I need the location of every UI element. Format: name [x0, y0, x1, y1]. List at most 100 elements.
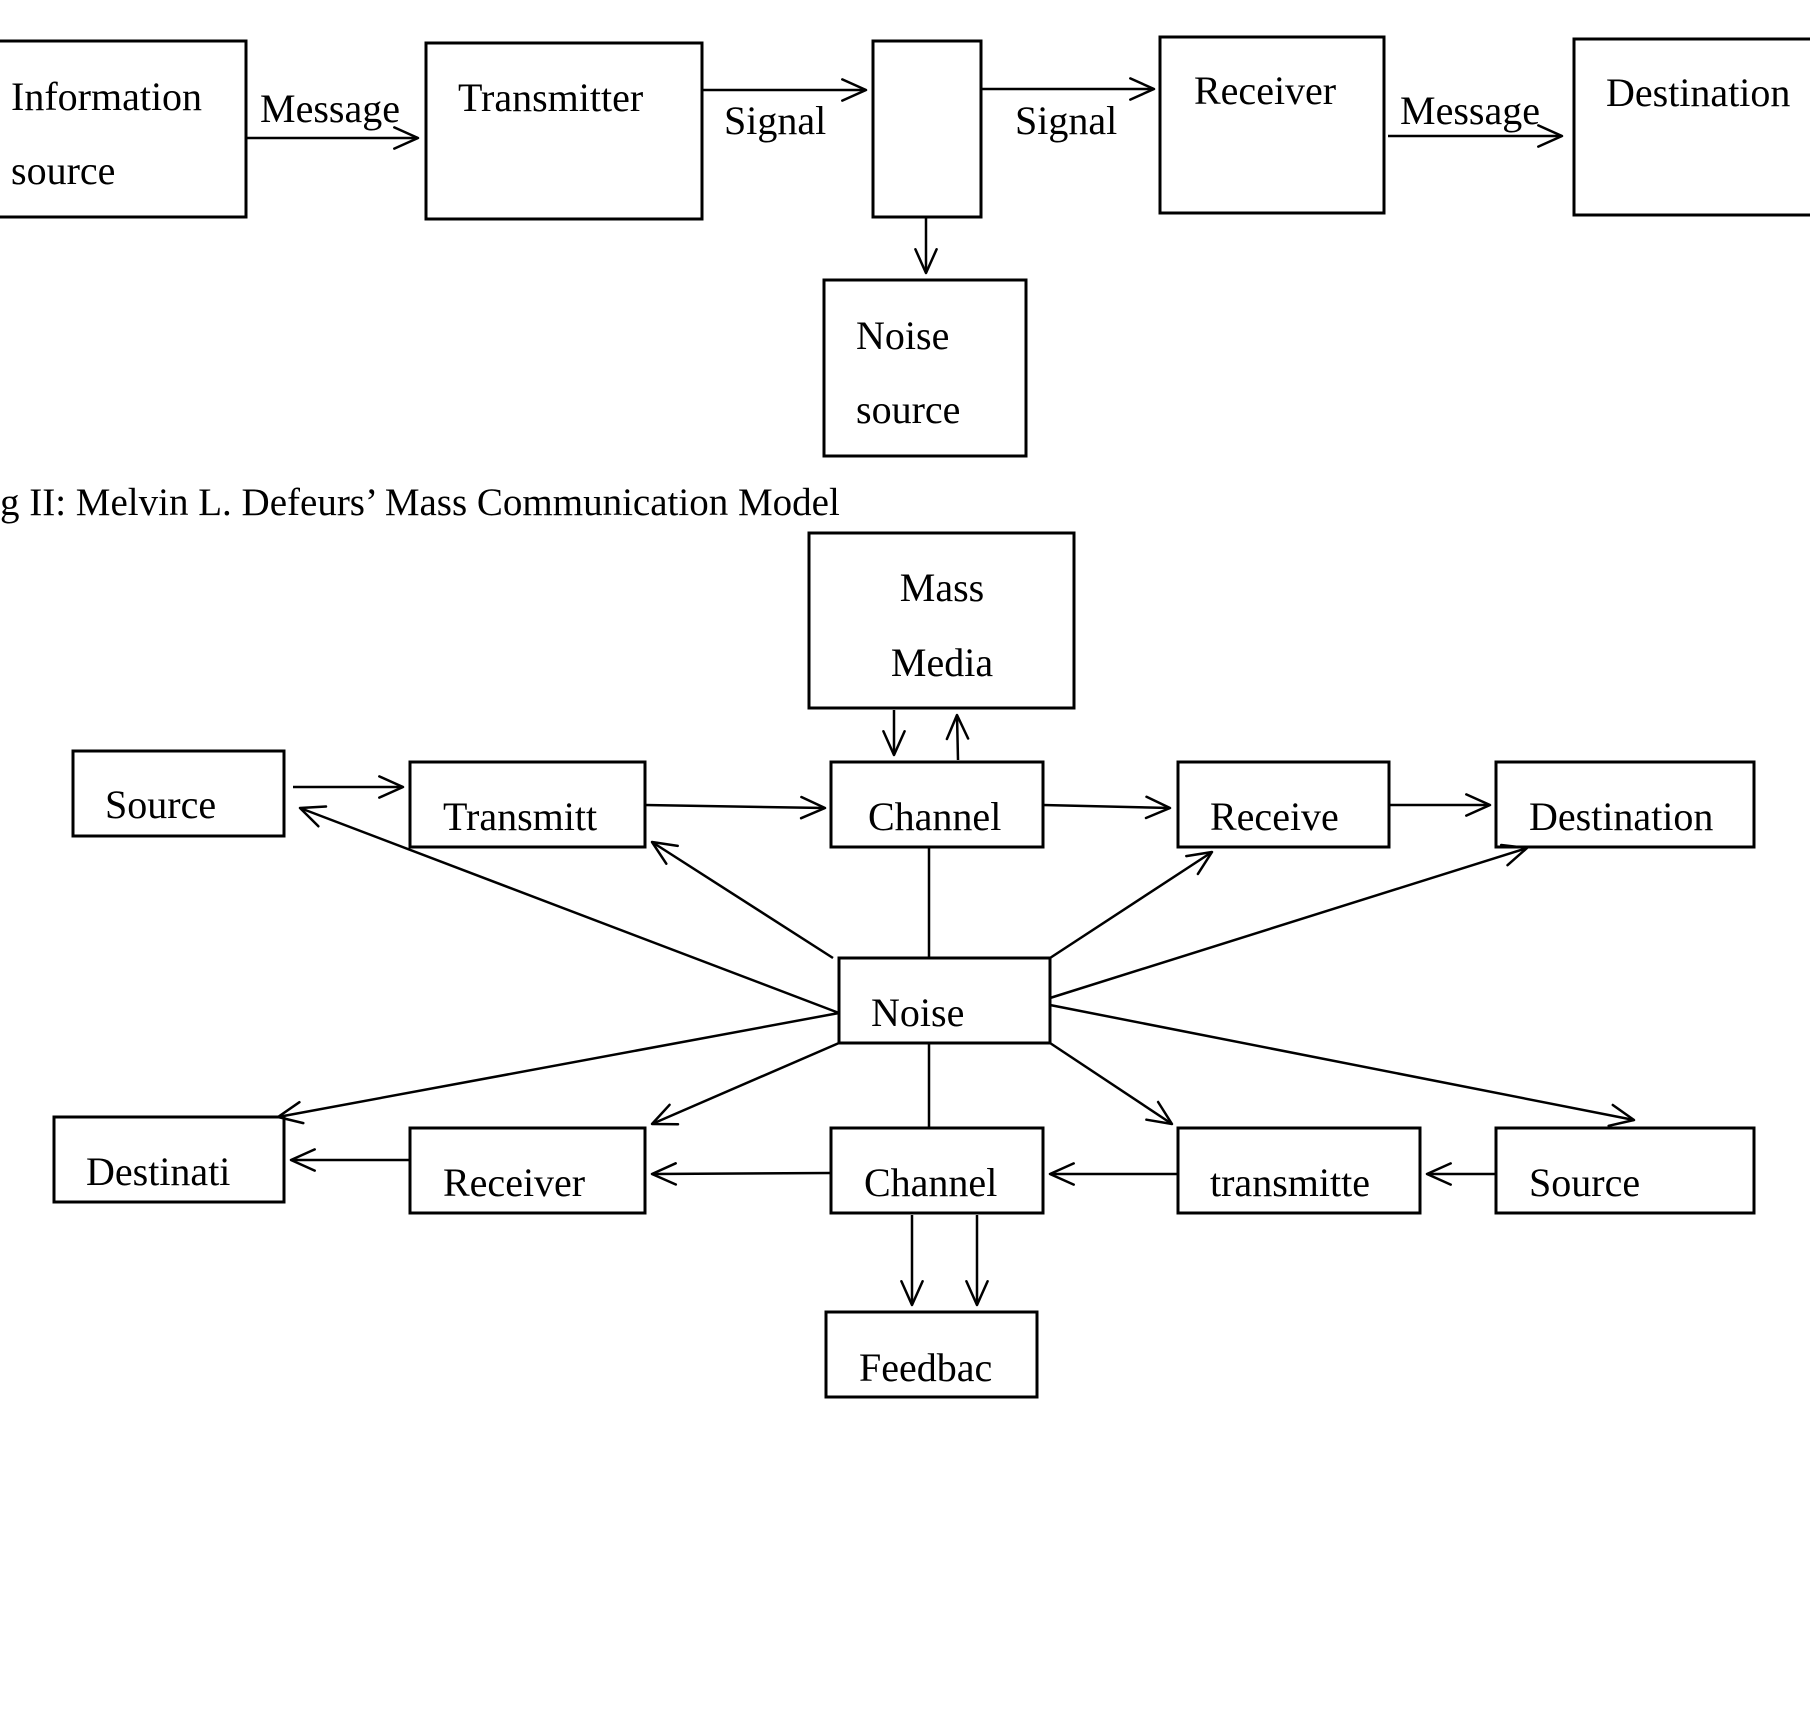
edge-source-to-transmitter-bottom — [1425, 1162, 1496, 1186]
edge-channel-to-feedback-2-arrowhead — [965, 1280, 989, 1307]
edge-transmitter-to-channel-top — [644, 795, 827, 820]
edge-transmitter-to-channel — [702, 78, 868, 102]
edge-channel-to-receiver-bottom — [650, 1162, 832, 1186]
source-bottom-node-label: Source — [1529, 1160, 1640, 1205]
destination-top-node-label: Destination — [1529, 794, 1713, 839]
source-bottom-node-box — [1494, 1126, 1756, 1215]
receiver-bottom-node-label: Receiver — [443, 1160, 585, 1205]
edge-channel-to-feedback-1 — [900, 1215, 924, 1307]
noise-node-box — [837, 956, 1052, 1045]
edge-noise-to-source-top — [298, 805, 840, 1015]
edge-source-to-transmitter — [293, 775, 405, 799]
edge-channel-to-mass-media-line — [955, 714, 960, 761]
receiver-node-box — [1158, 35, 1386, 215]
edge-transmitter-to-channel-arrowhead — [841, 78, 868, 102]
receiver-bottom-node: Receiver — [408, 1126, 647, 1215]
receiver-top-node: Receive — [1176, 760, 1391, 849]
destination-top-node-box — [1494, 760, 1756, 849]
destination-bottom-node-label: Destinati — [86, 1149, 230, 1194]
edge-noise-to-transmitter-top-arrowhead — [650, 840, 679, 865]
feedback-node-box — [824, 1310, 1039, 1399]
edge-noise-to-receiver-top-arrowhead — [1185, 850, 1214, 876]
edge-noise-to-source-bottom-line — [1049, 1003, 1635, 1122]
info-source-node: Information source — [0, 39, 248, 219]
channel-node-box — [871, 39, 983, 219]
transmitter-bottom-node: transmitte — [1176, 1126, 1422, 1215]
edge-source-to-transmitter-bottom-arrowhead — [1425, 1162, 1452, 1186]
mass-media-node-box — [807, 531, 1076, 710]
edge-noise-to-destination-top — [1049, 843, 1529, 1000]
edge-noise-to-receiver-bottom-line — [651, 1041, 840, 1126]
noise-source-node-label: source — [856, 387, 960, 432]
edge-channel-to-receiver-bottom-line — [651, 1171, 832, 1176]
figure-caption: g II: Melvin L. Defeurs’ Mass Communicat… — [0, 481, 840, 524]
signal-label-2: Signal — [1015, 98, 1117, 143]
edge-receiver-to-destination-arrowhead — [1537, 124, 1564, 148]
edge-channel-to-noise-source-arrowhead — [914, 248, 938, 275]
noise-source-node-box — [822, 278, 1028, 458]
source-top-node-label: Source — [105, 782, 216, 827]
edge-receiver-to-destination-top-arrowhead — [1465, 793, 1492, 817]
edge-source-to-transmitter-arrowhead — [378, 775, 405, 799]
edge-transmitter-to-channel-bottom-arrowhead — [1048, 1162, 1075, 1186]
destination-bottom-node-box — [52, 1115, 286, 1204]
destination-node-label: Destination — [1606, 70, 1790, 115]
edge-mass-media-to-channel-arrowhead — [882, 730, 906, 757]
edge-noise-to-receiver-top-line — [1049, 850, 1213, 960]
channel-top-node-label: Channel — [868, 794, 1001, 839]
receiver-node: Receiver — [1158, 35, 1386, 215]
edge-channel-top-to-receiver-line — [1042, 803, 1171, 810]
feedback-node: Feedbac — [824, 1310, 1039, 1399]
receiver-node-label: Receiver — [1194, 68, 1336, 113]
edge-noise-to-transmitter-bottom — [1049, 1041, 1174, 1126]
edge-noise-to-receiver-bottom-arrowhead — [650, 1103, 680, 1126]
receiver-top-node-label: Receive — [1210, 794, 1339, 839]
edge-channel-top-to-receiver-arrowhead — [1144, 795, 1172, 820]
edge-transmitter-to-channel-top-line — [644, 803, 826, 810]
edge-noise-to-source-top-arrowhead — [298, 805, 328, 828]
edge-noise-to-source-bottom — [1049, 1003, 1636, 1128]
edge-receiver-to-destination-bottom-arrowhead — [289, 1148, 316, 1172]
transmitter-top-node: Transmitt — [408, 760, 647, 849]
edge-noise-to-receiver-bottom — [650, 1041, 840, 1126]
channel-node — [871, 39, 983, 219]
channel-bottom-node: Channel — [829, 1126, 1045, 1215]
noise-source-node-label: Noise — [856, 313, 949, 358]
info-source-node-label: source — [11, 148, 115, 193]
mass-media-node-label: Mass — [900, 565, 984, 610]
transmitter-node-label: Transmitter — [458, 75, 643, 120]
feedback-node-label: Feedbac — [859, 1345, 992, 1390]
edge-noise-to-destination-bottom — [276, 1011, 840, 1125]
edge-channel-to-feedback-2 — [965, 1215, 989, 1307]
edge-channel-to-noise-source — [914, 217, 938, 275]
transmitter-node: Transmitter — [424, 41, 704, 221]
edge-noise-to-destination-top-line — [1049, 846, 1528, 1000]
edge-noise-to-transmitter-top — [650, 840, 834, 960]
transmitter-top-node-label: Transmitt — [443, 794, 597, 839]
channel-top-node-box — [829, 760, 1045, 849]
transmitter-bottom-node-box — [1176, 1126, 1422, 1215]
info-source-node-label: Information — [11, 74, 202, 119]
edge-noise-to-source-bottom-arrowhead — [1607, 1103, 1636, 1128]
noise-node-label: Noise — [871, 990, 964, 1035]
transmitter-node-box — [424, 41, 704, 221]
transmitter-bottom-node-label: transmitte — [1210, 1160, 1370, 1205]
mass-media-node-label: Media — [891, 640, 993, 685]
channel-bottom-node-box — [829, 1126, 1045, 1215]
edge-receiver-to-destination-top — [1389, 793, 1492, 817]
destination-top-node: Destination — [1494, 760, 1756, 849]
message-label-2: Message — [1400, 88, 1540, 133]
edge-info-source-to-transmitter — [246, 126, 420, 150]
message-label-1: Message — [260, 86, 400, 131]
noise-source-node: Noise source — [822, 278, 1028, 458]
edge-noise-to-transmitter-bottom-arrowhead — [1145, 1100, 1174, 1126]
diagram-edges — [246, 77, 1636, 1307]
channel-bottom-node-label: Channel — [864, 1160, 997, 1205]
source-top-node: Source — [71, 749, 286, 838]
edge-transmitter-to-channel-bottom — [1048, 1162, 1178, 1186]
edge-noise-to-source-top-line — [299, 806, 840, 1015]
edge-mass-media-to-channel — [882, 710, 906, 757]
